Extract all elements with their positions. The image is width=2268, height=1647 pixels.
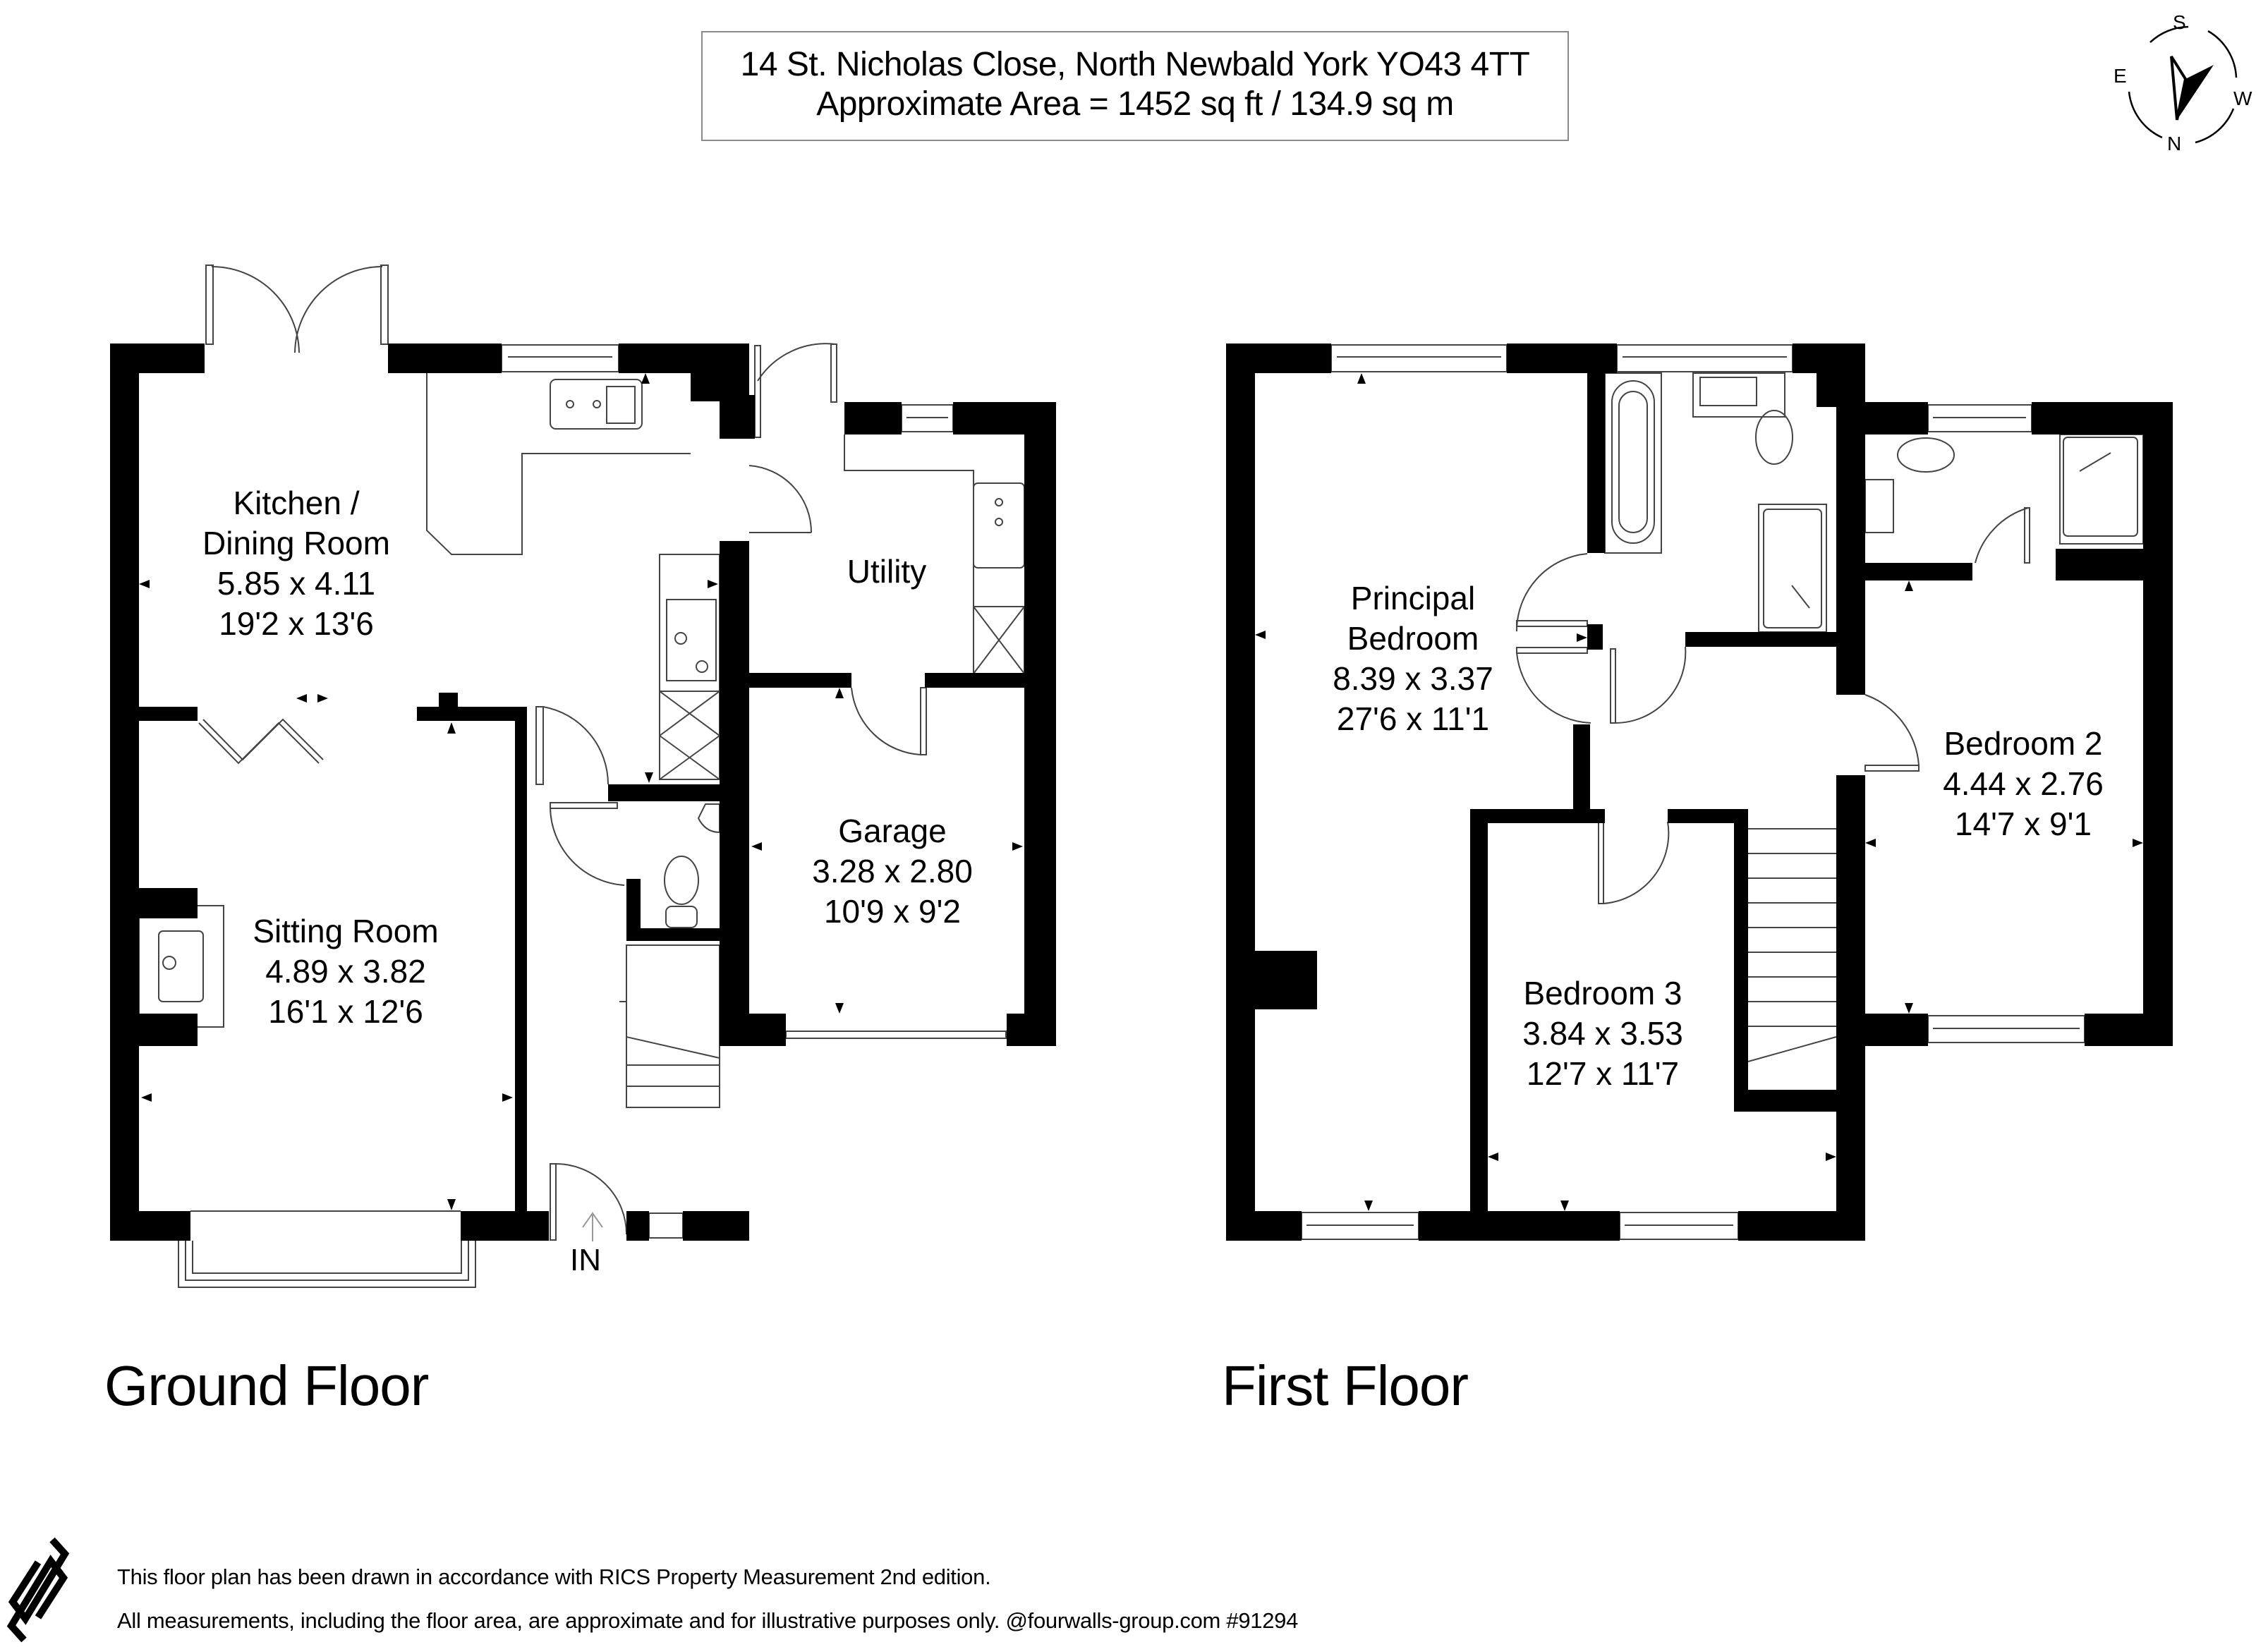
room-name-line1: Garage [838, 813, 947, 849]
room-name-line1: Utility [847, 553, 927, 590]
room-kitchen-dining: Kitchen / Dining Room 5.85 x 4.11 19'2 x… [202, 483, 390, 644]
room-imperial: 10'9 x 9'2 [823, 893, 962, 930]
room-sitting: Sitting Room 4.89 x 3.82 16'1 x 12'6 [253, 911, 438, 1032]
compass-north: N [2167, 133, 2182, 154]
room-imperial: 16'1 x 12'6 [268, 993, 423, 1030]
compass: S E W N [2109, 11, 2252, 155]
room-metric: 4.89 x 3.82 [265, 953, 426, 990]
property-address: 14 St. Nicholas Close, North Newbald Yor… [740, 46, 1530, 83]
room-metric: 8.39 x 3.37 [1333, 660, 1493, 697]
room-name-line1: Sitting Room [253, 913, 439, 949]
room-metric: 3.28 x 2.80 [812, 853, 973, 889]
room-name-line2: Bedroom [1347, 620, 1479, 657]
room-garage: Garage 3.28 x 2.80 10'9 x 9'2 [812, 811, 973, 932]
room-metric: 4.44 x 2.76 [1943, 765, 2104, 802]
title-box: 14 St. Nicholas Close, North Newbald Yor… [701, 31, 1569, 141]
room-imperial: 19'2 x 13'6 [219, 605, 374, 642]
ground-floor-label: Ground Floor [104, 1354, 429, 1417]
room-utility: Utility [847, 552, 926, 592]
room-name-line2: Dining Room [202, 525, 390, 561]
room-name-line1: Kitchen / [233, 485, 360, 521]
room-name-line1: Principal [1350, 580, 1476, 616]
room-imperial: 14'7 x 9'1 [1954, 806, 2092, 842]
room-name-line1: Bedroom 3 [1523, 975, 1682, 1011]
room-imperial: 27'6 x 11'1 [1336, 700, 1490, 737]
room-name-line1: Bedroom 2 [1943, 725, 2103, 762]
compass-rose-icon [2128, 25, 2238, 144]
footer-disclaimer: All measurements, including the floor ar… [117, 1608, 1299, 1633]
fourwalls-logo-icon [6, 1537, 70, 1643]
room-metric: 3.84 x 3.53 [1522, 1015, 1683, 1052]
compass-west: W [2233, 87, 2252, 109]
first-floor-plan [1226, 344, 2173, 1241]
room-bedroom-3: Bedroom 3 3.84 x 3.53 12'7 x 11'7 [1522, 973, 1683, 1094]
room-imperial: 12'7 x 11'7 [1526, 1055, 1680, 1092]
ground-floor-plan [110, 265, 1056, 1288]
approximate-area: Approximate Area = 1452 sq ft / 134.9 sq… [816, 85, 1454, 123]
compass-east: E [2114, 65, 2127, 87]
entrance-label: IN [570, 1243, 601, 1277]
room-bedroom-2: Bedroom 2 4.44 x 2.76 14'7 x 9'1 [1943, 724, 2104, 844]
room-principal-bedroom: Principal Bedroom 8.39 x 3.37 27'6 x 11'… [1333, 578, 1493, 739]
room-metric: 5.85 x 4.11 [217, 565, 376, 602]
compass-south: S [2173, 11, 2186, 33]
footer-rics-note: This floor plan has been drawn in accord… [117, 1564, 991, 1589]
first-floor-label: First Floor [1222, 1354, 1469, 1417]
